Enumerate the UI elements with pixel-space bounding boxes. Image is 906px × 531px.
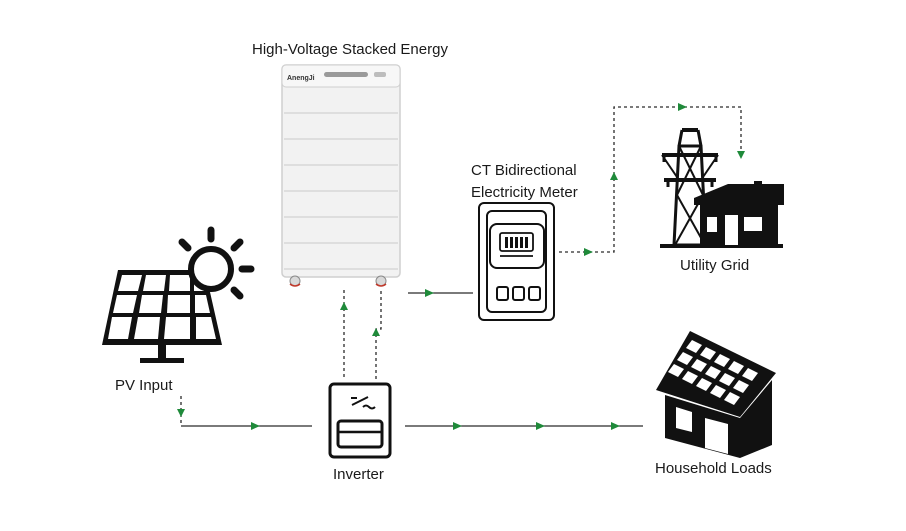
solar-house-icon — [656, 331, 776, 458]
battery-stack-icon — [281, 64, 401, 287]
arrow-battery-up — [340, 302, 348, 310]
arrow-grid-meter — [584, 248, 593, 256]
arrow-load-2 — [536, 422, 545, 430]
arrow-pv-right — [251, 422, 260, 430]
arrow-load-1 — [453, 422, 462, 430]
battery-label: High-Voltage Stacked Energy — [252, 41, 448, 58]
arrow-load-3 — [611, 422, 620, 430]
battery-up-line — [375, 289, 382, 379]
inverter-label: Inverter — [333, 466, 384, 483]
meter-to-grid-line — [559, 106, 742, 253]
loads-label: Household Loads — [655, 460, 772, 477]
meter-label-line2: Electricity Meter — [471, 184, 578, 201]
flow-arrows — [177, 103, 745, 430]
sun-icon — [178, 226, 255, 300]
house-icon — [694, 181, 784, 245]
pv-label: PV Input — [115, 377, 173, 394]
inverter-icon — [328, 382, 392, 459]
meter-label-line1: CT Bidirectional — [471, 162, 577, 179]
arrow-grid-down — [737, 151, 745, 159]
battery-brand: AnengJi — [287, 75, 315, 82]
grid-label: Utility Grid — [680, 257, 750, 274]
arrow-inverter-up — [372, 328, 380, 336]
arrow-grid-right — [678, 103, 687, 111]
arrow-grid-up — [610, 172, 618, 180]
connection-lines — [180, 106, 742, 427]
meter-icon — [478, 202, 555, 321]
arrow-meter-right — [425, 289, 434, 297]
arrow-pv-down — [177, 409, 185, 417]
